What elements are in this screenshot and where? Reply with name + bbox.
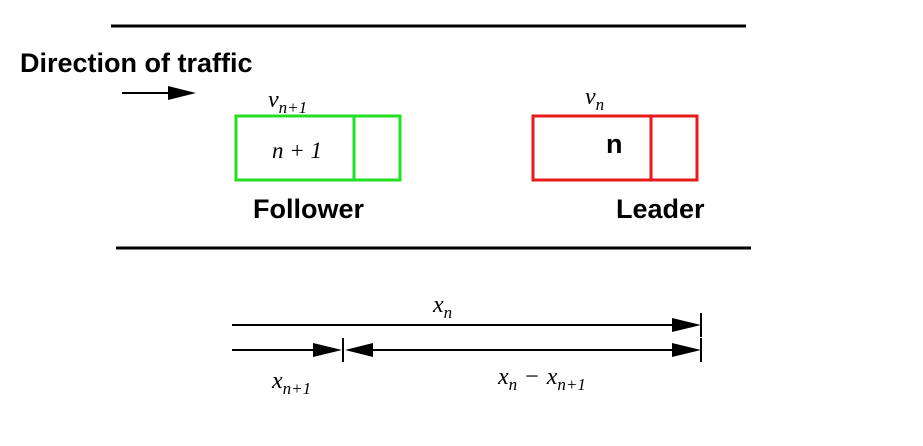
follower-car xyxy=(234,114,402,182)
follower-label: Follower xyxy=(253,194,364,224)
leader-car-label: n xyxy=(606,129,623,159)
follower-car-label: n + 1 xyxy=(272,138,322,163)
direction-arrow-icon xyxy=(122,86,196,100)
direction-label: Direction of traffic xyxy=(20,48,253,78)
leader-label: Leader xyxy=(616,194,705,224)
leader-car-body xyxy=(531,114,699,182)
leader-velocity: vn xyxy=(585,84,604,114)
leader-position-arrow xyxy=(232,313,702,337)
gap-arrow xyxy=(345,338,702,362)
follower-position-arrow xyxy=(232,338,344,362)
gap-label: xn−xn+1 xyxy=(497,364,586,394)
leader-car xyxy=(531,114,699,182)
follower-car-body xyxy=(234,114,402,182)
follower-position-label: xn+1 xyxy=(271,368,311,398)
follower-velocity: vn+1 xyxy=(268,87,307,117)
leader-position-label: xn xyxy=(432,292,452,322)
